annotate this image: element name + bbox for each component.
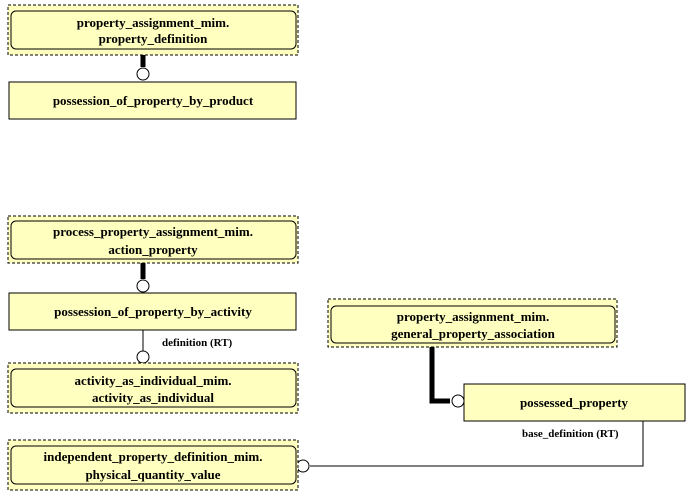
entity-label: property_assignment_mim. xyxy=(77,15,230,30)
entity-label: property_assignment_mim. xyxy=(397,309,550,324)
connector-activity-supertype xyxy=(136,262,150,293)
connector-base-definition xyxy=(296,421,644,473)
entity-activity-as-individual[interactable]: activity_as_individual_mim. activity_as_… xyxy=(7,362,299,414)
entity-possession-of-property-by-activity[interactable]: possession_of_property_by_activity xyxy=(8,292,297,331)
entity-label: possession_of_property_by_product xyxy=(53,93,254,108)
connector-possessed-supertype xyxy=(429,346,465,408)
entity-physical-quantity-value[interactable]: independent_property_definition_mim. phy… xyxy=(7,439,299,491)
definition-relation-label: definition (RT) xyxy=(162,337,233,349)
entity-label: process_property_assignment_mim. xyxy=(53,224,253,239)
entity-label: activity_as_individual xyxy=(92,390,214,405)
entity-label: physical_quantity_value xyxy=(85,467,220,482)
entity-general-property-association[interactable]: property_assignment_mim. general_propert… xyxy=(327,298,618,348)
entity-action-property[interactable]: process_property_assignment_mim. action_… xyxy=(7,215,299,264)
entity-label: property_definition xyxy=(99,31,209,46)
entity-label: action_property xyxy=(108,242,198,257)
entity-label: activity_as_individual_mim. xyxy=(74,373,231,388)
entity-label: independent_property_definition_mim. xyxy=(44,449,263,464)
base-definition-relation-label: base_definition (RT) xyxy=(522,428,619,440)
entity-label: possessed_property xyxy=(520,395,629,410)
entity-property-definition[interactable]: property_assignment_mim. property_defini… xyxy=(7,4,299,56)
entity-label: general_property_association xyxy=(391,326,555,341)
connector-product-supertype xyxy=(136,55,150,81)
entity-label: possession_of_property_by_activity xyxy=(54,304,252,319)
entity-possessed-property[interactable]: possessed_property xyxy=(463,383,686,422)
entity-possession-of-property-by-product[interactable]: possession_of_property_by_product xyxy=(8,81,297,120)
connector-definition xyxy=(136,330,150,364)
